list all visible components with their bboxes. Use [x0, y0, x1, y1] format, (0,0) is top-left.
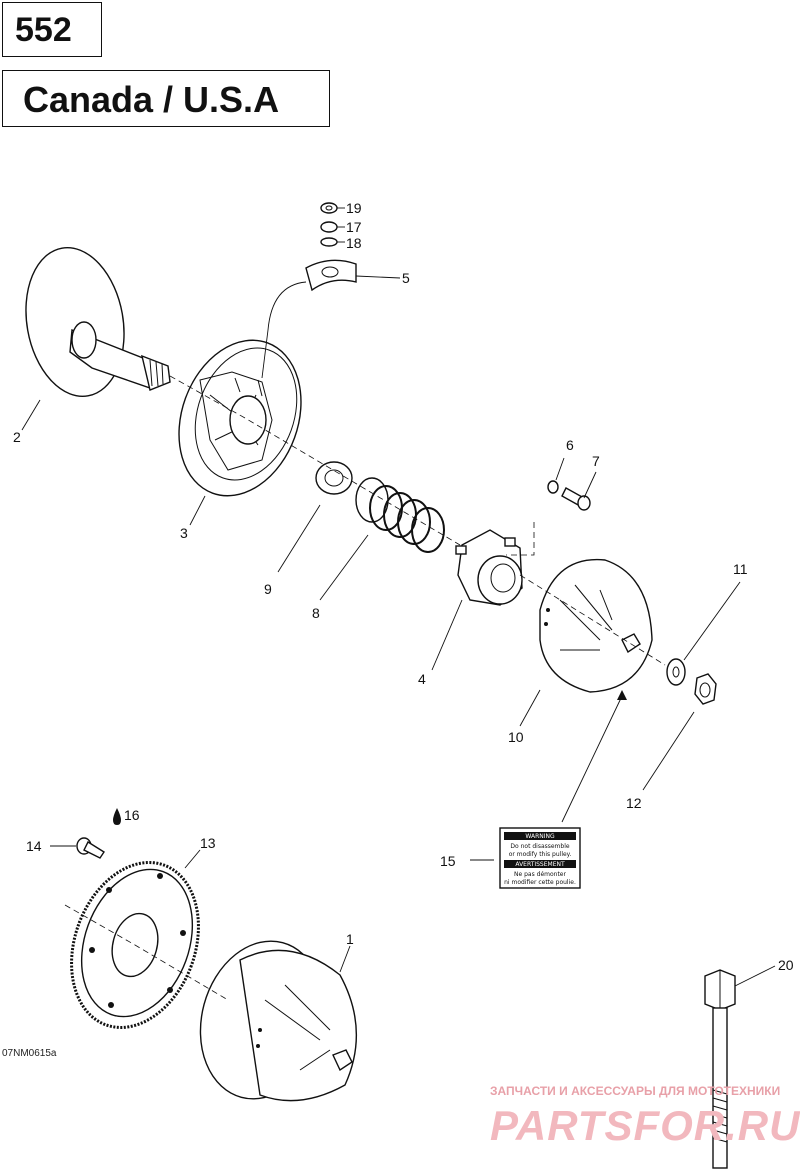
warning-label-line6: ni modifier cette poulie.: [504, 879, 576, 886]
warning-label-line1: WARNING: [525, 833, 555, 840]
watermark-caption: ЗАПЧАСТИ И АКСЕССУАРЫ ДЛЯ МОТОТЕХНИКИ: [490, 1084, 780, 1098]
part-18-ring[interactable]: [320, 237, 338, 247]
part-1-drive-pulley[interactable]: [183, 927, 358, 1113]
part-9-spring-seat[interactable]: [315, 461, 353, 495]
warning-label-line4: AVERTISSEMENT: [515, 861, 565, 868]
callout-5: 5: [402, 270, 410, 286]
part-14-screw[interactable]: [76, 837, 105, 859]
callout-9: 9: [264, 581, 272, 597]
region-box: Canada / U.S.A: [2, 70, 330, 127]
model-number: 552: [15, 11, 72, 49]
part-8-spring[interactable]: [355, 477, 445, 553]
callout-10: 10: [508, 729, 524, 745]
part-16-adhesive-drop-icon[interactable]: [113, 808, 121, 825]
part-10-cover-sheave[interactable]: [539, 558, 653, 693]
part-7-screw[interactable]: [561, 487, 591, 511]
callout-17: 17: [346, 219, 362, 235]
part-12-nut[interactable]: [694, 673, 717, 705]
part-2-fixed-sheave[interactable]: [15, 240, 171, 404]
part-15-warning-label[interactable]: WARNING Do not disassemble or modify thi…: [499, 827, 581, 889]
callout-8: 8: [312, 605, 320, 621]
callout-19: 19: [346, 200, 362, 216]
callout-18: 18: [346, 235, 362, 251]
part-5-slider-shoe[interactable]: [261, 259, 357, 379]
callout-15: 15: [440, 853, 456, 869]
model-number-box: 552: [2, 2, 102, 57]
drawing-reference: 07NM0615a: [2, 1048, 57, 1059]
part-3-sliding-sheave[interactable]: [158, 323, 322, 513]
part-17-ring[interactable]: [320, 221, 338, 233]
watermark-logo: PARTSFOR.RU: [490, 1102, 800, 1149]
warning-label-line2: Do not disassemble: [510, 843, 569, 850]
callout-13: 13: [200, 835, 216, 851]
warning-label-line5: Ne pas démonter: [514, 871, 566, 878]
callout-20: 20: [778, 957, 794, 973]
callout-11: 11: [733, 561, 748, 577]
callout-6: 6: [566, 437, 574, 453]
callout-7: 7: [592, 453, 600, 469]
warning-label-line3: or modify this pulley.: [509, 851, 572, 858]
callout-4: 4: [418, 671, 426, 687]
part-11-washer[interactable]: [666, 658, 686, 686]
callout-16: 16: [124, 807, 140, 823]
part-20-bolt[interactable]: [704, 969, 736, 1169]
callout-2: 2: [13, 429, 21, 445]
part-4-governor-cup[interactable]: [455, 529, 523, 606]
region-title: Canada / U.S.A: [23, 79, 280, 120]
callout-3: 3: [180, 525, 188, 541]
callout-1: 1: [346, 931, 354, 947]
part-6-washer[interactable]: [547, 480, 559, 494]
callout-12: 12: [626, 795, 642, 811]
part-19-washer[interactable]: [320, 202, 338, 214]
callout-14: 14: [26, 838, 42, 854]
